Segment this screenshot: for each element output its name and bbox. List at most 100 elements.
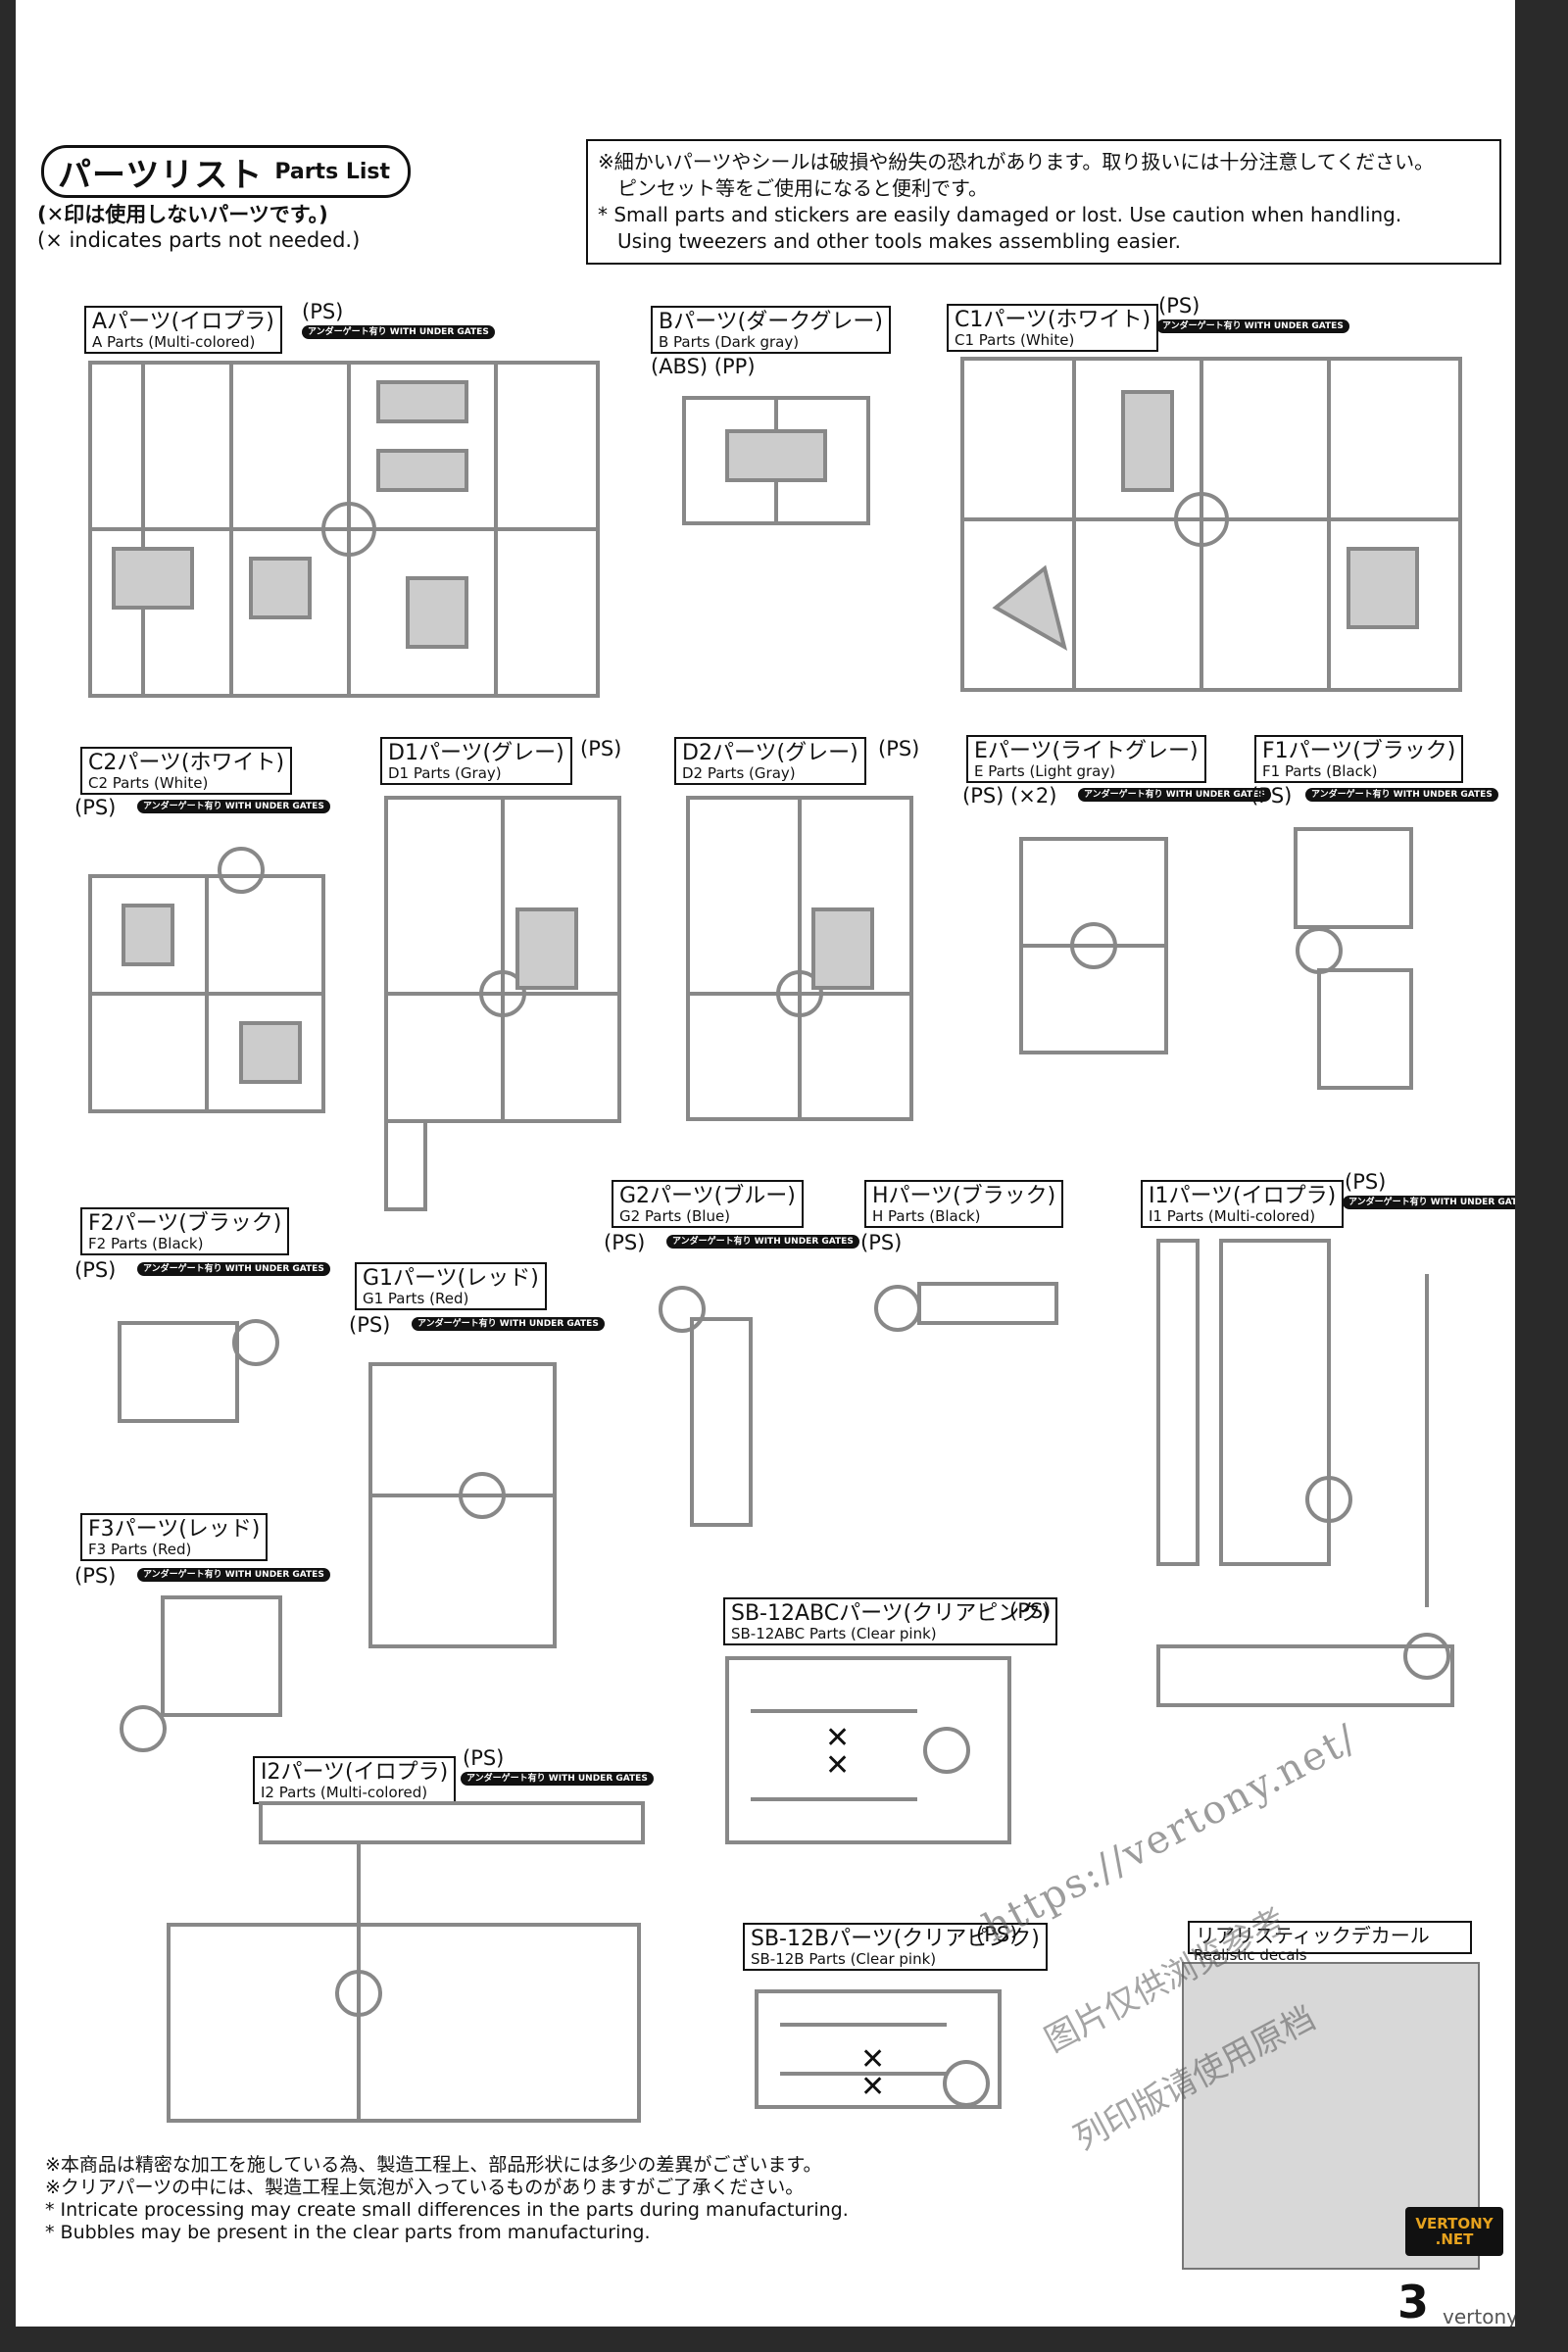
part-h-jp: Hパーツ(ブラック) bbox=[872, 1184, 1056, 1208]
runner-h bbox=[868, 1264, 1064, 1343]
part-b-material: (ABS) (PP) bbox=[651, 355, 756, 378]
part-i1-jp: I1パーツ(イロプラ) bbox=[1149, 1184, 1337, 1208]
part-d1-en: D1 Parts (Gray) bbox=[388, 764, 502, 782]
not-needed-cross: ✕ bbox=[825, 1748, 851, 1783]
part-c2-jp: C2パーツ(ホワイト) bbox=[88, 751, 285, 775]
part-sb12abc-jp: SB-12ABCパーツ(クリアピンク) bbox=[731, 1601, 1050, 1626]
part-label-a: Aパーツ(イロプラ) A Parts (Multi-colored) bbox=[84, 306, 282, 354]
part-sb12abc-material: (PS) bbox=[1009, 1599, 1052, 1623]
logo-line2: .NET bbox=[1435, 2230, 1474, 2248]
part-e-en: E Parts (Light gray) bbox=[974, 762, 1116, 780]
part-g1-gates: アンダーゲート有り WITH UNDER GATES bbox=[412, 1317, 605, 1331]
part-sb12b-material: (PS) bbox=[976, 1923, 1018, 1946]
runner-c1 bbox=[956, 353, 1466, 696]
part-i1-material: (PS) bbox=[1345, 1170, 1387, 1194]
part-a-gates: アンダーゲート有り WITH UNDER GATES bbox=[302, 325, 495, 339]
caution-jp-2: ピンセット等をご使用になると便利です。 bbox=[617, 176, 988, 200]
part-h-material: (PS) bbox=[860, 1231, 903, 1254]
part-f2-en: F2 Parts (Black) bbox=[88, 1235, 204, 1252]
title-jp: パーツリスト bbox=[58, 155, 264, 195]
watermark-url: https://vertony.net/ bbox=[976, 1715, 1365, 1951]
not-needed-cross: ✕ bbox=[860, 2070, 886, 2104]
footer-en-1: * Intricate processing may create small … bbox=[45, 2199, 849, 2221]
part-a-en: A Parts (Multi-colored) bbox=[92, 333, 256, 351]
part-f2-gates: アンダーゲート有り WITH UNDER GATES bbox=[137, 1262, 330, 1276]
part-label-d2: D2パーツ(グレー) D2 Parts (Gray) bbox=[674, 737, 866, 785]
part-d2-en: D2 Parts (Gray) bbox=[682, 764, 796, 782]
not-needed-jp: (✕印は使用しないパーツです。) bbox=[37, 203, 328, 226]
part-c1-material: (PS) bbox=[1158, 294, 1200, 318]
runner-sb12abc bbox=[721, 1652, 1015, 1848]
parts-list-title: パーツリスト Parts List bbox=[41, 145, 411, 198]
part-label-sb12abc: SB-12ABCパーツ(クリアピンク) SB-12ABC Parts (Clea… bbox=[723, 1597, 1057, 1645]
part-d1-material: (PS) bbox=[580, 737, 622, 760]
part-f3-en: F3 Parts (Red) bbox=[88, 1541, 192, 1558]
part-h-en: H Parts (Black) bbox=[872, 1207, 981, 1225]
footer-jp-2: ※クリアパーツの中には、製造工程上気泡が入っているものがありますがご了承ください… bbox=[45, 2177, 805, 2198]
footer-en-2: * Bubbles may be present in the clear pa… bbox=[45, 2222, 651, 2243]
logo-line1: VERTONY bbox=[1415, 2215, 1494, 2232]
manual-page: パーツリスト Parts List (✕印は使用しないパーツです。) (× in… bbox=[16, 0, 1515, 2327]
part-f3-material: (PS) bbox=[74, 1564, 117, 1588]
part-d1-jp: D1パーツ(グレー) bbox=[388, 741, 564, 765]
part-c1-jp: C1パーツ(ホワイト) bbox=[955, 308, 1152, 332]
runner-g2 bbox=[653, 1270, 760, 1535]
part-g2-gates: アンダーゲート有り WITH UNDER GATES bbox=[666, 1235, 859, 1249]
part-sb12b-jp: SB-12Bパーツ(クリアピンク) bbox=[751, 1927, 1040, 1951]
part-d2-material: (PS) bbox=[878, 737, 920, 760]
part-f2-jp: F2パーツ(ブラック) bbox=[88, 1211, 282, 1236]
part-label-sb12b: SB-12Bパーツ(クリアピンク) SB-12B Parts (Clear pi… bbox=[743, 1923, 1048, 1971]
part-f1-material: (PS) bbox=[1250, 784, 1293, 808]
vertony-logo: VERTONY .NET bbox=[1405, 2207, 1503, 2256]
part-label-g1: G1パーツ(レッド) G1 Parts (Red) bbox=[355, 1262, 547, 1310]
part-e-gates: アンダーゲート有り WITH UNDER GATES bbox=[1078, 788, 1271, 802]
part-label-g2: G2パーツ(ブルー) G2 Parts (Blue) bbox=[612, 1180, 804, 1228]
not-needed-en: (× indicates parts not needed.) bbox=[37, 228, 361, 252]
part-label-b: Bパーツ(ダークグレー) B Parts (Dark gray) bbox=[651, 306, 891, 354]
runner-f2 bbox=[114, 1303, 280, 1450]
part-label-c2: C2パーツ(ホワイト) C2 Parts (White) bbox=[80, 747, 293, 795]
part-sb12abc-en: SB-12ABC Parts (Clear pink) bbox=[731, 1625, 937, 1642]
part-i2-jp: I2パーツ(イロプラ) bbox=[261, 1760, 449, 1785]
part-i1-gates: アンダーゲート有り WITH UNDER GATES bbox=[1343, 1196, 1515, 1209]
part-g2-material: (PS) bbox=[604, 1231, 646, 1254]
part-i2-material: (PS) bbox=[463, 1746, 505, 1770]
runner-i1 bbox=[1152, 1235, 1466, 1715]
part-e-jp: Eパーツ(ライトグレー) bbox=[974, 739, 1199, 763]
part-d2-jp: D2パーツ(グレー) bbox=[682, 741, 858, 765]
part-c1-en: C1 Parts (White) bbox=[955, 331, 1075, 349]
runner-f3 bbox=[104, 1592, 290, 1758]
part-f1-jp: F1パーツ(ブラック) bbox=[1262, 739, 1456, 763]
runner-b bbox=[678, 392, 874, 529]
part-g1-en: G1 Parts (Red) bbox=[363, 1290, 469, 1307]
runner-c2 bbox=[84, 847, 329, 1141]
part-g2-en: G2 Parts (Blue) bbox=[619, 1207, 731, 1225]
decal-label: リアリスティックデカール bbox=[1188, 1921, 1472, 1954]
part-b-jp: Bパーツ(ダークグレー) bbox=[659, 310, 883, 334]
part-i2-gates: アンダーゲート有り WITH UNDER GATES bbox=[461, 1772, 654, 1786]
part-label-i1: I1パーツ(イロプラ) I1 Parts (Multi-colored) bbox=[1141, 1180, 1345, 1228]
part-c2-en: C2 Parts (White) bbox=[88, 774, 209, 792]
part-a-jp: Aパーツ(イロプラ) bbox=[92, 310, 274, 334]
decal-en: Realistic decals bbox=[1194, 1946, 1307, 1964]
part-c2-material: (PS) bbox=[74, 796, 117, 819]
part-f1-gates: アンダーゲート有り WITH UNDER GATES bbox=[1305, 788, 1498, 802]
part-f1-en: F1 Parts (Black) bbox=[1262, 762, 1378, 780]
part-g1-jp: G1パーツ(レッド) bbox=[363, 1266, 539, 1291]
decal-jp: リアリスティックデカール bbox=[1196, 1924, 1430, 1947]
runner-i2 bbox=[163, 1797, 653, 2131]
runner-d1 bbox=[380, 792, 625, 1213]
caution-en-2: Using tweezers and other tools makes ass… bbox=[617, 229, 1181, 253]
footer-notes: ※本商品は精密な加工を施している為、製造工程上、部品形状には多少の差異がございま… bbox=[45, 2154, 927, 2244]
not-needed-cross: ✕ bbox=[825, 1721, 851, 1755]
runner-a bbox=[84, 353, 604, 706]
runner-e bbox=[1015, 833, 1172, 1058]
footer-jp-1: ※本商品は精密な加工を施している為、製造工程上、部品形状には多少の差異がございま… bbox=[45, 2154, 822, 2176]
not-needed-cross: ✕ bbox=[860, 2042, 886, 2077]
part-label-i2: I2パーツ(イロプラ) I2 Parts (Multi-colored) bbox=[253, 1756, 457, 1804]
part-label-d1: D1パーツ(グレー) D1 Parts (Gray) bbox=[380, 737, 572, 785]
page-number: 3 bbox=[1374, 2276, 1452, 2327]
title-en: Parts List bbox=[274, 159, 390, 184]
part-i1-en: I1 Parts (Multi-colored) bbox=[1149, 1207, 1316, 1225]
watermark-bottom: vertony.net bbox=[1443, 2305, 1515, 2327]
